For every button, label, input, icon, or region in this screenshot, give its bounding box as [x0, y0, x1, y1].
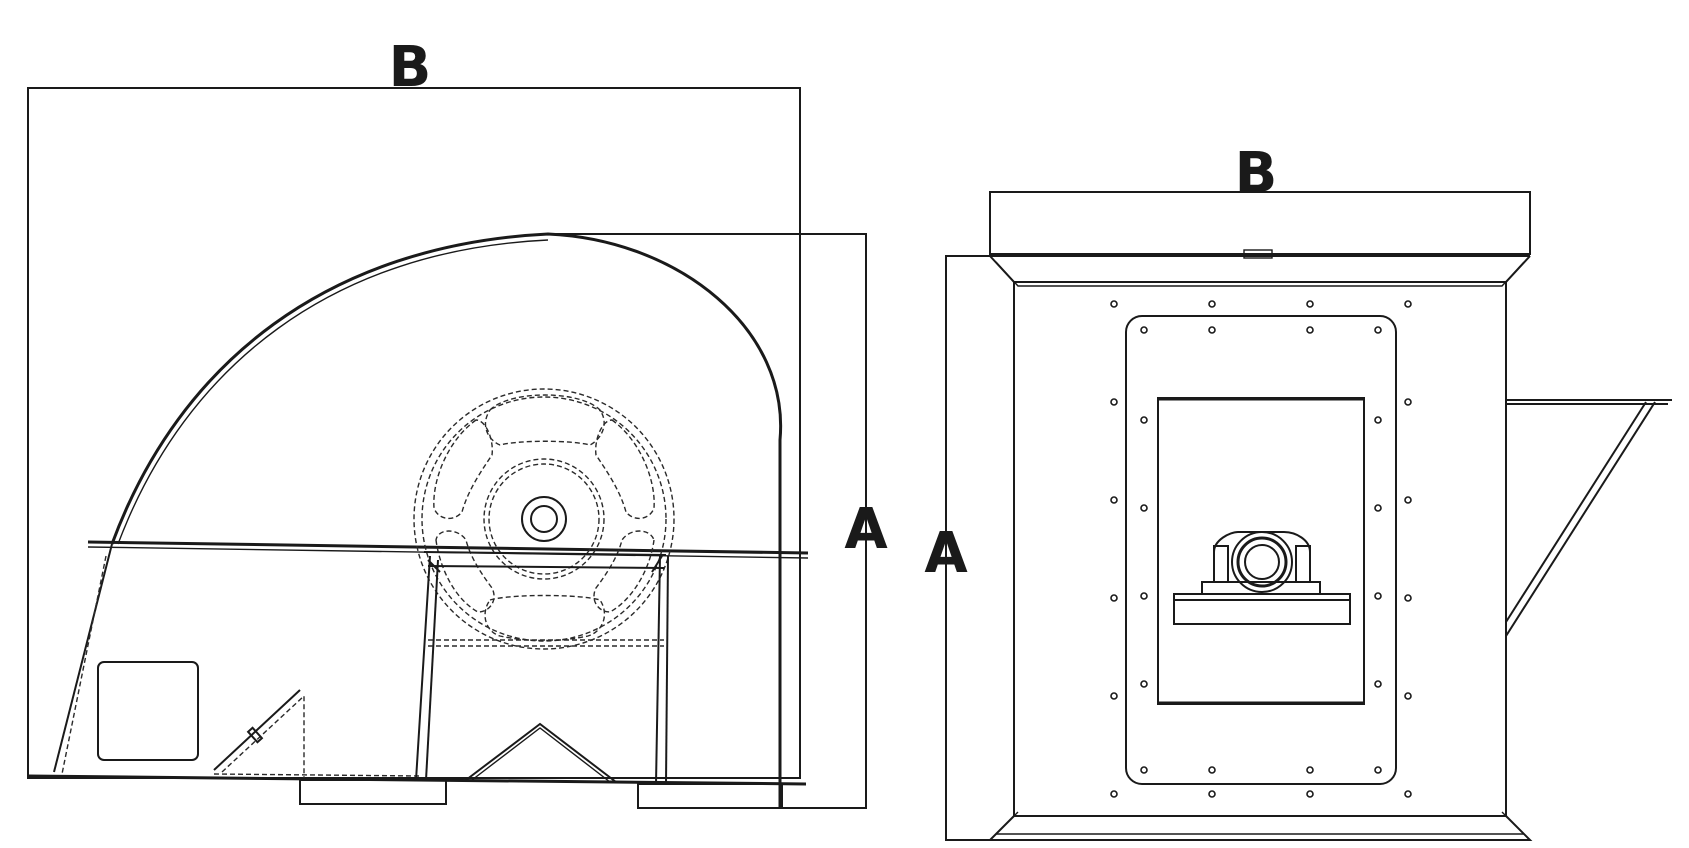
impeller-outer-ring — [413, 388, 675, 650]
impeller — [413, 388, 675, 650]
bolt — [1374, 504, 1382, 512]
pedestal-top-bar-2 — [427, 565, 665, 569]
pedestal-left-leg — [415, 555, 431, 781]
bolt — [1306, 300, 1314, 308]
top-transition-2 — [995, 261, 1525, 287]
bottom-transition-2 — [994, 811, 1526, 835]
side-outlet-slope-2 — [1505, 401, 1647, 623]
top-flange — [989, 191, 1531, 255]
front-view-height-dimension — [945, 255, 1016, 841]
bolt — [1208, 766, 1216, 774]
impeller-outer-ring-2 — [421, 396, 667, 642]
housing-front-wall — [53, 543, 113, 773]
bolt — [1110, 496, 1118, 504]
housing-front-wall-dashed — [61, 555, 107, 775]
impeller-window-bottom — [484, 594, 606, 642]
housing-foot-right — [637, 783, 783, 809]
bolt — [1374, 592, 1382, 600]
bearing-right-lug — [1295, 545, 1311, 583]
housing-body — [1013, 281, 1507, 817]
side-view-height-dimension — [548, 233, 867, 809]
bolt — [1140, 504, 1148, 512]
side-view-height-label: A — [844, 497, 888, 562]
front-view-height-label: A — [924, 521, 968, 586]
bearing-pedestal — [415, 551, 669, 785]
bolt — [1404, 692, 1412, 700]
bolt — [1404, 496, 1412, 504]
bolt — [1110, 300, 1118, 308]
pedestal-right-brace — [651, 555, 663, 573]
inlet-cone — [465, 722, 617, 783]
bolt — [1374, 766, 1382, 774]
bolt — [1374, 416, 1382, 424]
front-view-width-label: B — [1235, 141, 1278, 206]
bolt — [1306, 790, 1314, 798]
impeller-window-upper-right — [595, 419, 655, 519]
top-flange-tab — [1243, 249, 1273, 259]
impeller-window-upper-left — [433, 419, 493, 519]
bearing-mid-ring — [1236, 536, 1288, 588]
bolt — [1140, 326, 1148, 334]
impeller-window-lower-left — [435, 530, 495, 613]
side-view: B A — [27, 35, 888, 809]
bolt — [1404, 398, 1412, 406]
bolt — [1110, 692, 1118, 700]
bolt — [1110, 594, 1118, 602]
bolt — [1374, 680, 1382, 688]
pedestal-left-leg-2 — [425, 559, 439, 781]
front-view: B A — [924, 141, 1672, 841]
pedestal-top-bar — [423, 551, 667, 556]
bolt — [1404, 790, 1412, 798]
bolt — [1110, 398, 1118, 406]
pedestal-right-leg-2 — [665, 555, 669, 785]
drain-hatch-latch — [246, 726, 264, 744]
side-outlet-slope — [1505, 401, 1656, 637]
bolt — [1404, 594, 1412, 602]
bolt — [1140, 416, 1148, 424]
bolt — [1306, 326, 1314, 334]
side-view-overall-frame — [27, 87, 801, 779]
bearing-left-lug — [1213, 545, 1229, 583]
access-panel — [1125, 315, 1397, 785]
impeller-window-lower-right — [593, 530, 655, 613]
top-transition — [989, 255, 1531, 283]
bolt — [1140, 592, 1148, 600]
drain-hatch-outline — [221, 694, 305, 778]
inner-opening — [1157, 397, 1365, 705]
shaft-inner — [530, 505, 558, 533]
bearing-outer-ring — [1231, 531, 1293, 593]
impeller-hub-ring-2 — [488, 463, 600, 575]
drain-hatch-base — [213, 773, 421, 777]
bolt — [1404, 300, 1412, 308]
bolt — [1208, 300, 1216, 308]
impeller-window-top — [484, 394, 605, 446]
panel-bolts — [1140, 326, 1382, 774]
side-view-width-label: B — [389, 35, 432, 100]
bolt — [1374, 326, 1382, 334]
scroll-housing — [110, 232, 783, 808]
pedestal-left-brace — [427, 559, 441, 573]
drain-hatch — [213, 689, 301, 771]
inlet-cone-inner — [471, 727, 611, 783]
impeller-hub-ring — [483, 458, 605, 580]
bolt — [1306, 766, 1314, 774]
housing-split-line — [87, 540, 809, 555]
scroll-housing-inner — [117, 239, 549, 545]
inspection-window — [97, 661, 199, 761]
bearing-inner-ring — [1244, 544, 1280, 580]
shaft-outer — [521, 496, 567, 542]
housing-foot-left — [299, 779, 447, 805]
bolt — [1110, 790, 1118, 798]
bolt — [1140, 680, 1148, 688]
bearing-base-plate — [1173, 599, 1351, 625]
bearing-housing — [1213, 531, 1311, 593]
pedestal-right-leg — [655, 555, 661, 785]
bottom-transition — [987, 815, 1533, 841]
bolt — [1208, 790, 1216, 798]
body-bolts — [1110, 300, 1412, 798]
bolt — [1140, 766, 1148, 774]
bolt — [1208, 326, 1216, 334]
